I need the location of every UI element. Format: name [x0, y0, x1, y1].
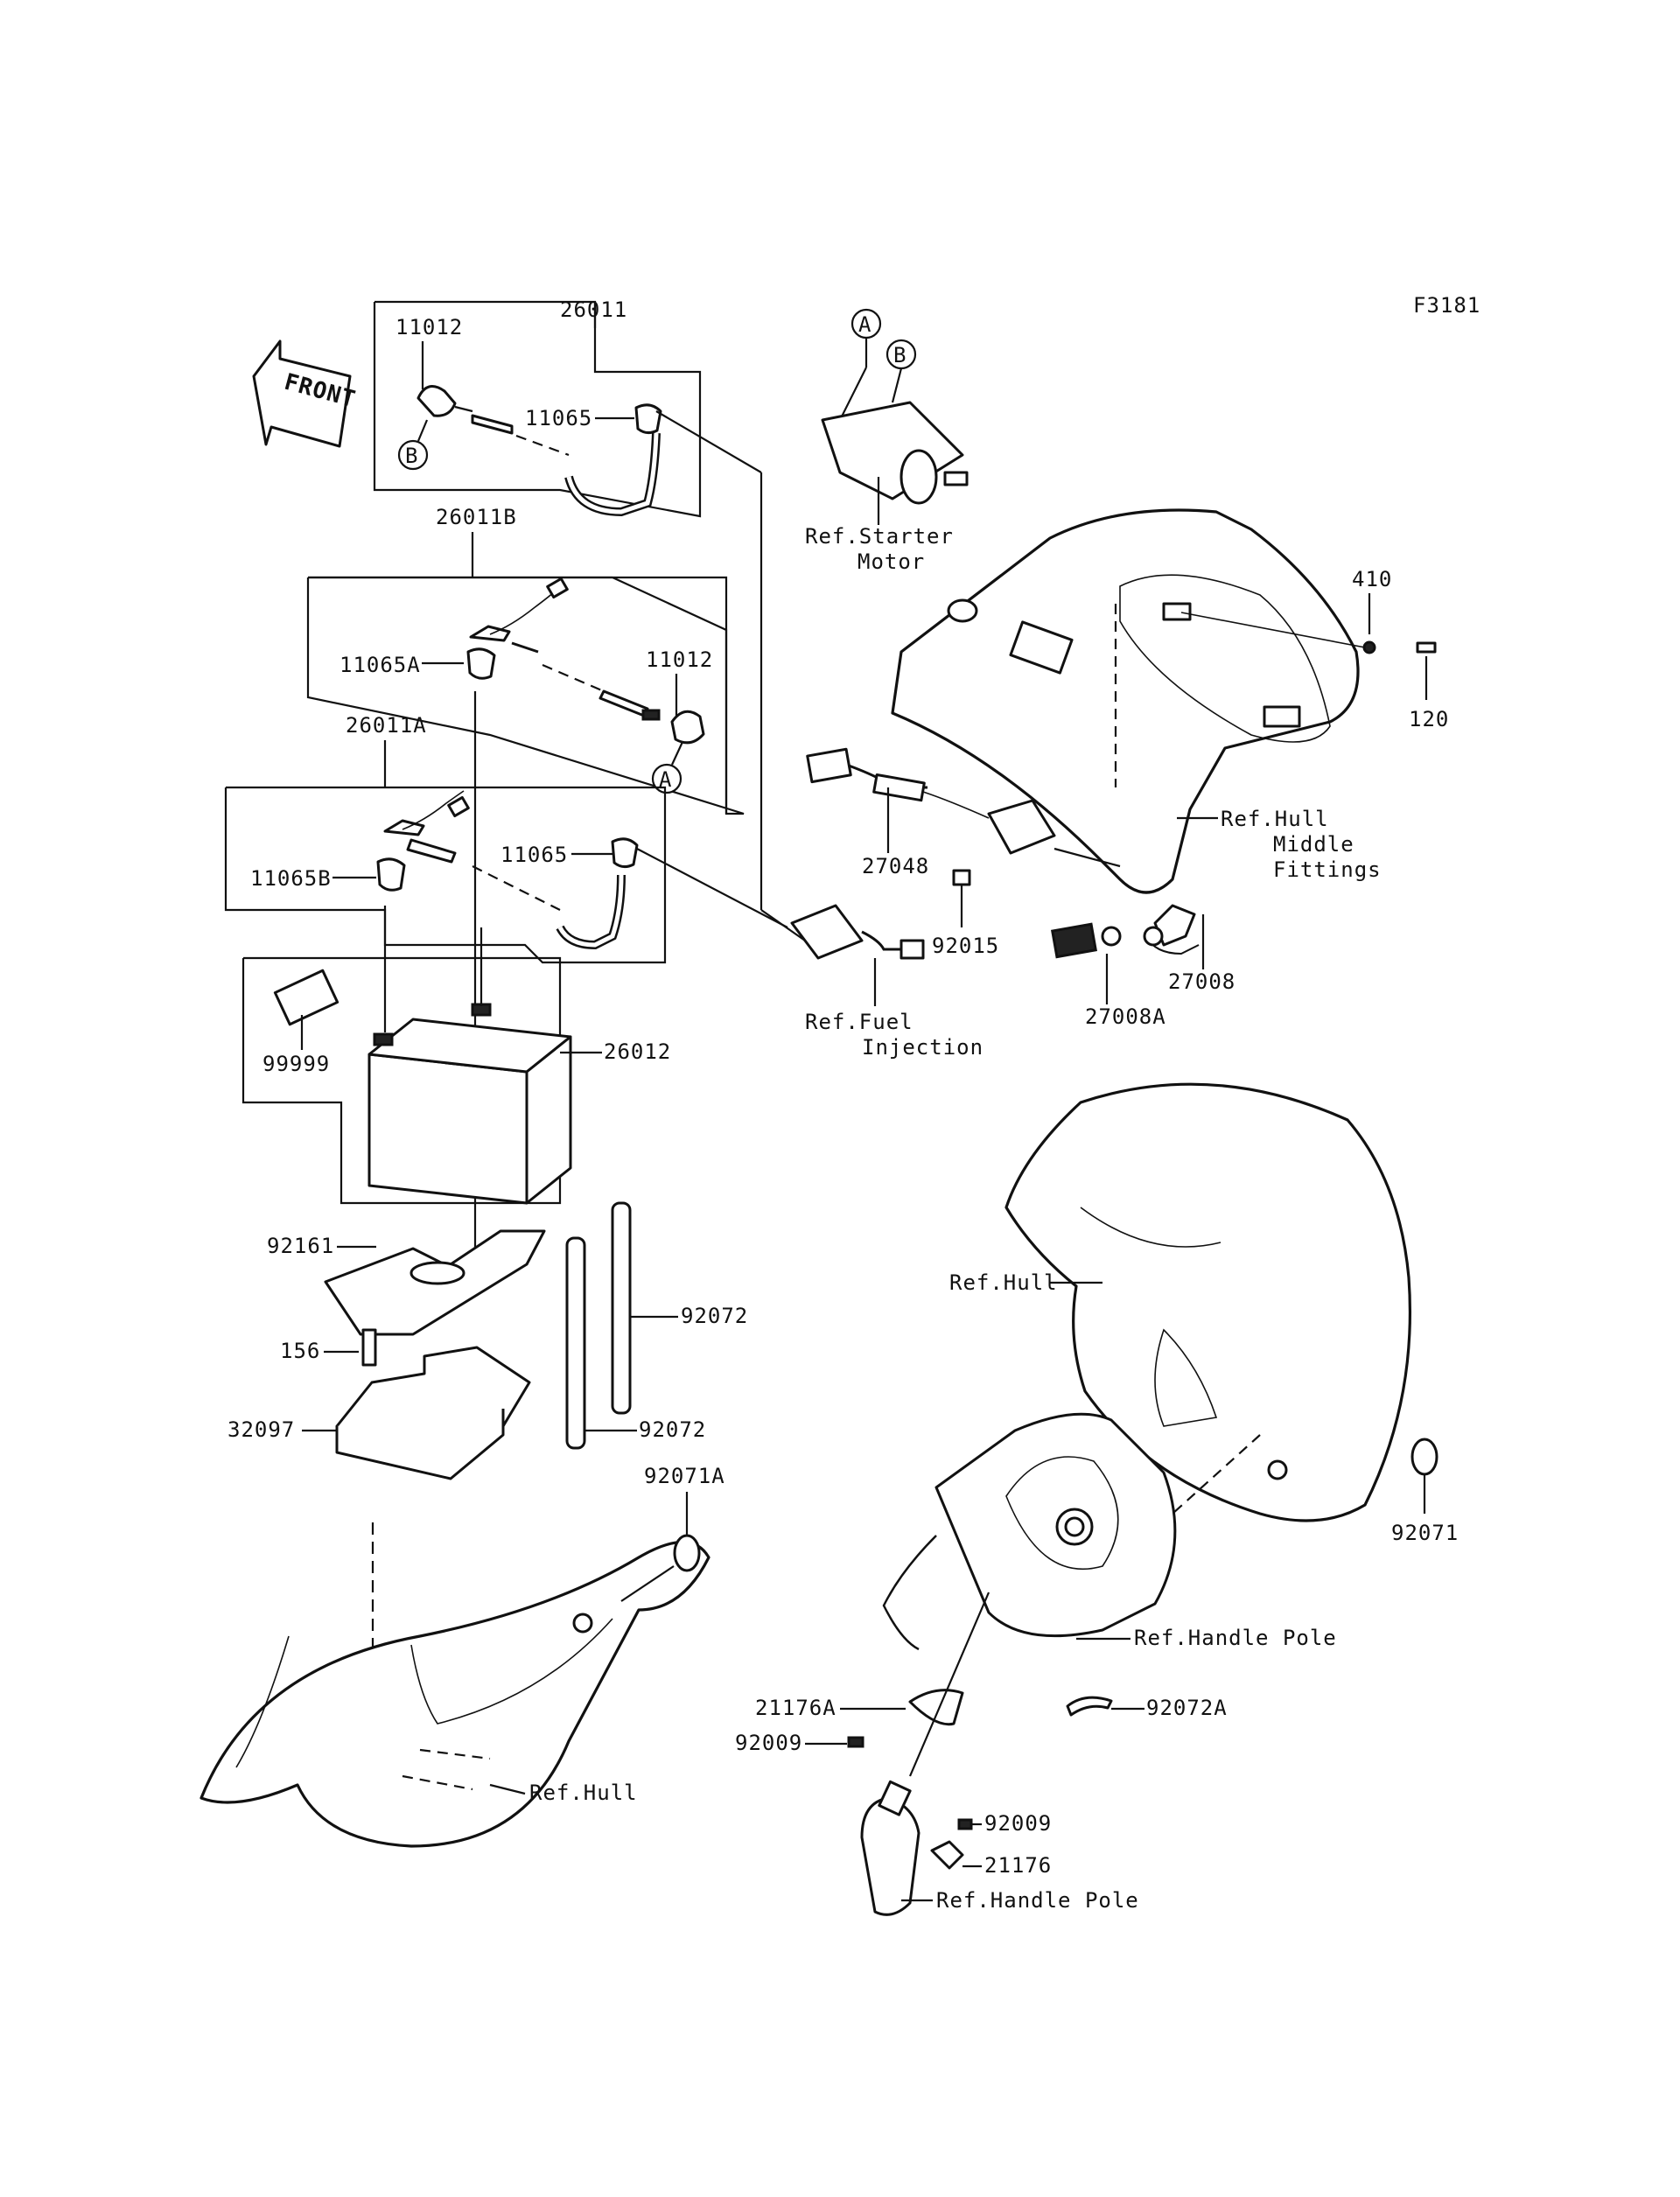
grommet-92015-icon — [952, 869, 971, 886]
straps-92072: 92072 92072 — [565, 1201, 748, 1450]
cable-group-26011b: 26011B 11065A 11012 A — [306, 505, 745, 1260]
sticker-99999-icon — [273, 969, 340, 1026]
ref-hull-left: Ref.Hull — [529, 1781, 638, 1805]
circle-b-letter: B — [405, 444, 418, 468]
circle-marker-b — [397, 439, 429, 471]
battery-group-26012: 99999 26012 — [242, 906, 671, 1205]
callout-92072-upper: 92072 — [681, 1304, 748, 1328]
callout-92071a: 92071A — [644, 1464, 725, 1488]
circle-b-letter-top: B — [893, 343, 906, 367]
bolt-156: 156 — [280, 1328, 377, 1367]
connector-icon — [806, 747, 852, 784]
screw-icon — [1416, 641, 1437, 654]
handle-pole-plate: Ref.Handle Pole — [882, 1412, 1337, 1651]
lower-handle-pole-parts: 21176A 92009 92072A 92009 21176 Ref.Hand… — [735, 1592, 1228, 1916]
mount-plate-icon — [934, 1412, 1177, 1638]
ref-handle-pole-1: Ref.Handle Pole — [1134, 1626, 1337, 1650]
ref-hull-middle-2: Middle — [1273, 832, 1354, 857]
clamp-21176a-icon — [908, 1689, 964, 1726]
callout-27048: 27048 — [862, 854, 929, 878]
callout-26012: 26012 — [604, 1039, 671, 1064]
circle-a-letter-top: A — [858, 312, 872, 337]
callout-92015: 92015 — [932, 934, 999, 958]
strap-icon-1 — [565, 1236, 586, 1450]
battery-icon — [368, 1053, 528, 1205]
callout-26011b: 26011B — [436, 505, 517, 529]
ref-fuel-1: Ref.Fuel — [805, 1010, 914, 1034]
callout-21176: 21176 — [984, 1853, 1052, 1878]
callout-21176a: 21176A — [755, 1696, 836, 1720]
ref-hull-middle-3: Fittings — [1273, 857, 1382, 882]
fuel-injection-relay: Ref.Fuel Injection — [790, 904, 984, 1060]
bolt-icon — [361, 1328, 377, 1367]
callout-11065b: 11065B — [250, 866, 332, 891]
callout-92071: 92071 — [1391, 1521, 1459, 1545]
callout-32097: 32097 — [228, 1417, 295, 1442]
nut-icon — [1362, 640, 1376, 654]
starter-motor-icon — [821, 401, 964, 500]
tray-92161: 92161 — [267, 1229, 546, 1336]
callout-92009-right: 92009 — [984, 1811, 1052, 1836]
ref-hull-middle-1: Ref.Hull — [1221, 807, 1329, 831]
key-icon — [1153, 904, 1196, 947]
callout-26011a: 26011A — [346, 713, 427, 738]
callout-99999: 99999 — [262, 1052, 330, 1076]
ref-fuel-2: Injection — [862, 1035, 984, 1060]
callout-27008: 27008 — [1168, 969, 1236, 994]
callout-92161: 92161 — [267, 1234, 334, 1258]
module-27048: 27048 92015 — [806, 747, 1121, 958]
callout-410: 410 — [1352, 567, 1392, 591]
hull-right: Ref.Hull — [949, 1082, 1411, 1522]
ref-starter-2: Motor — [858, 549, 925, 574]
keys-27008: 27008 27008A — [1050, 904, 1236, 1029]
battery-box-32097: 32097 — [228, 1346, 531, 1767]
callout-92072a: 92072A — [1146, 1696, 1228, 1720]
callout-92009-left: 92009 — [735, 1731, 802, 1755]
callout-11012-top: 11012 — [396, 315, 463, 339]
cable-group-26011a: 26011A 11065B 11065 — [224, 713, 788, 964]
cable-group-26011: 26011 11012 B 11065 — [373, 297, 806, 941]
screw-92009-right-icon — [957, 1818, 973, 1830]
callout-11065-top: 11065 — [525, 406, 592, 430]
callout-156: 156 — [280, 1339, 320, 1363]
circle-a-letter-mid: A — [659, 767, 672, 792]
clamp-21176-icon — [930, 1840, 964, 1870]
circle-marker-a — [651, 763, 682, 794]
grommet-92071: 92071 — [1391, 1438, 1459, 1545]
fasteners-410-120: 410 120 — [1180, 567, 1449, 731]
module-icon — [987, 799, 1056, 855]
ref-hull-right: Ref.Hull — [949, 1270, 1058, 1295]
key-icon-a — [1050, 922, 1097, 959]
callout-11065a: 11065A — [340, 653, 421, 677]
callout-92072-lower: 92072 — [639, 1417, 706, 1442]
hull-left: Ref.Hull — [200, 1540, 710, 1848]
callout-11012-mid: 11012 — [646, 647, 713, 672]
grommet-92071-icon — [1410, 1438, 1438, 1476]
front-arrow-icon: FRONT — [252, 339, 359, 448]
strap-icon-2 — [611, 1201, 632, 1415]
starter-motor-area: A B Ref.Starter Motor — [805, 308, 969, 574]
handle-pole-base-icon — [860, 1796, 920, 1916]
callout-27008a: 27008A — [1085, 1004, 1166, 1029]
relay-icon — [790, 904, 864, 960]
ref-handle-pole-2: Ref.Handle Pole — [936, 1888, 1139, 1913]
clip-92072a-icon — [1066, 1696, 1113, 1717]
callout-11065-mid: 11065 — [500, 843, 568, 867]
callout-26011: 26011 — [560, 297, 627, 322]
screw-92009-left-icon — [847, 1736, 864, 1748]
ref-starter-1: Ref.Starter — [805, 524, 954, 549]
grommet-icon — [673, 1534, 701, 1572]
figure-code: F3181 — [1413, 293, 1480, 318]
callout-120: 120 — [1409, 707, 1449, 731]
grommet-92071a: 92071A — [620, 1464, 725, 1602]
hull-middle-fittings: Ref.Hull Middle Fittings — [891, 508, 1382, 894]
